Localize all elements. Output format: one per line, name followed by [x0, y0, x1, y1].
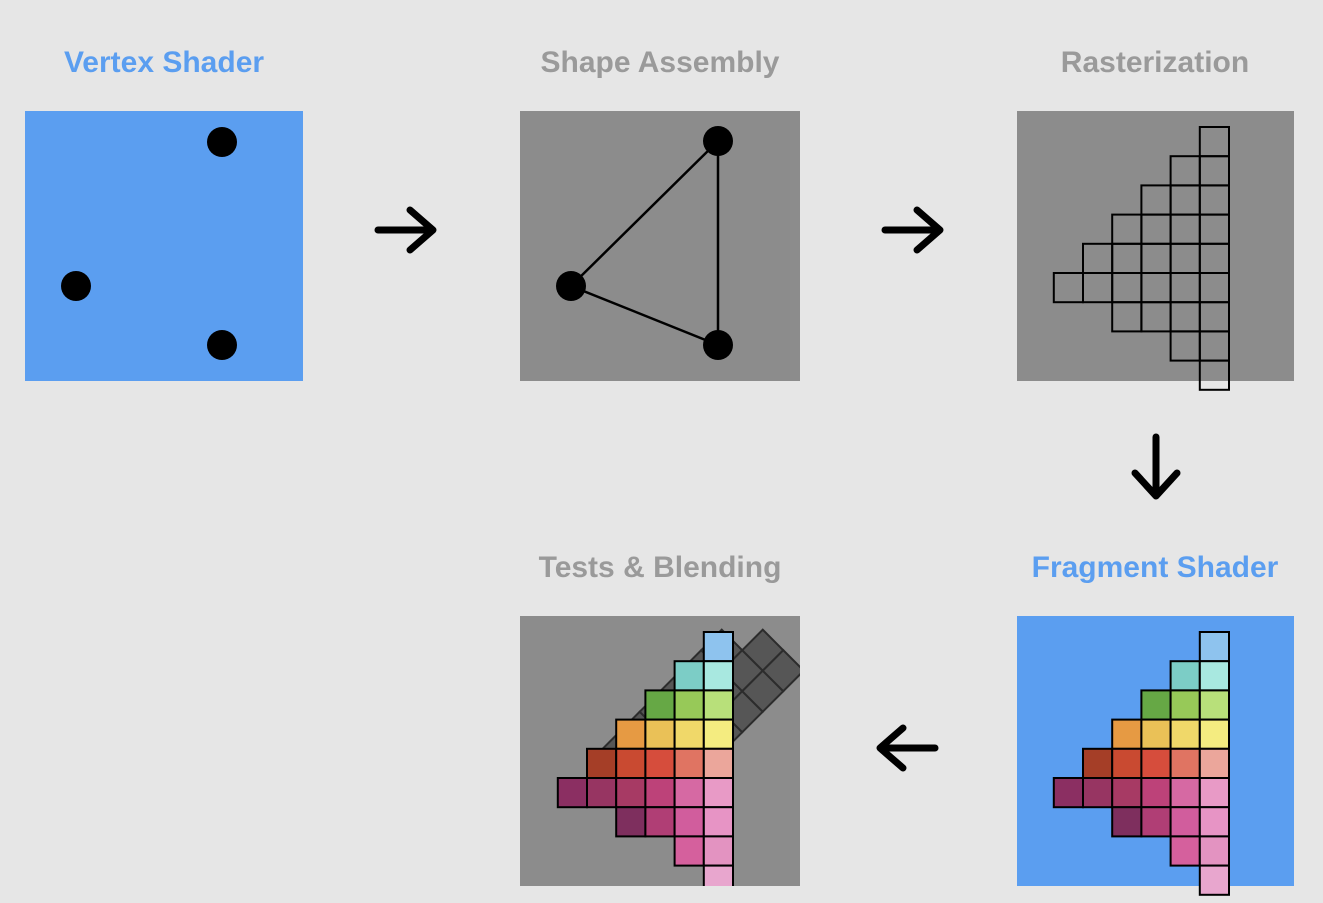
blended-fragment [644, 747, 676, 779]
blended-fragment [556, 777, 588, 809]
blended-fragment [673, 835, 705, 867]
blended-fragment [673, 718, 705, 750]
blended-fragment [702, 718, 734, 750]
tests-blending-title: Tests & Blending [539, 551, 782, 584]
blended-fragment [702, 689, 734, 721]
fragment-pixel [1198, 806, 1231, 838]
fragment-pixel [1140, 718, 1172, 750]
right-arrow-icon [881, 206, 944, 254]
fragment-pixel [1140, 747, 1172, 779]
blended-fragment [673, 777, 705, 809]
rasterization-panel [1017, 111, 1294, 391]
colored-fragment-grid [1052, 631, 1231, 896]
blended-fragment [615, 806, 647, 838]
blended-fragment [702, 631, 734, 663]
blended-fragment [702, 806, 734, 838]
raster-pixel-grid [1052, 126, 1231, 391]
blended-fragment [702, 660, 734, 692]
fragment-pixel [1169, 660, 1201, 692]
fragment-pixel [1169, 747, 1201, 779]
blended-fragment [644, 718, 676, 750]
blended-fragment [615, 777, 647, 809]
assembled-triangle [568, 138, 720, 347]
fragment-pixel [1111, 747, 1143, 779]
blended-fragment [673, 747, 705, 779]
fragment-pixel [1198, 835, 1231, 867]
fragment-pixel [1198, 660, 1231, 692]
blended-fragment [644, 777, 676, 809]
blended-fragment [702, 777, 734, 809]
fragment-pixel [1169, 689, 1201, 721]
vertex-point [207, 330, 237, 360]
down-arrow-icon [1131, 433, 1181, 500]
fragment-pixel [1140, 777, 1172, 809]
blended-fragment [644, 806, 676, 838]
fragment-pixel [1169, 835, 1201, 867]
fragment-pixel [1111, 806, 1143, 838]
fragment-pixel [1111, 718, 1143, 750]
blended-fragment [702, 864, 734, 886]
shape-assembly-title: Shape Assembly [541, 46, 780, 79]
fragment-pixel [1198, 689, 1231, 721]
rasterization-title: Rasterization [1061, 46, 1249, 79]
blended-fragment [586, 747, 618, 779]
fragment-pixel [1198, 864, 1231, 896]
vertex-point [207, 127, 237, 157]
blended-fragment [586, 777, 618, 809]
right-arrow-icon [374, 206, 437, 254]
fragment-pixel [1169, 777, 1201, 809]
fragment-pixel [1140, 806, 1172, 838]
blended-fragment [673, 806, 705, 838]
fragment-pixel [1198, 631, 1231, 663]
blended-fragment [673, 660, 705, 692]
vertex-point [703, 330, 733, 360]
fragment-pixel [1082, 747, 1114, 779]
blended-fragment [644, 689, 676, 721]
fragment-pixel [1198, 718, 1231, 750]
fragment-pixel [1169, 806, 1201, 838]
fragment-pixel [1140, 689, 1172, 721]
vertex-shader-title: Vertex Shader [64, 46, 264, 79]
fragment-pixel [1111, 777, 1143, 809]
fragment-shader-panel [1017, 616, 1294, 896]
fragment-pixel [1169, 718, 1201, 750]
blended-fragment [615, 747, 647, 779]
vertex-point [61, 271, 91, 301]
fragment-pixel [1082, 777, 1114, 809]
raster-pixel [1198, 359, 1231, 391]
blended-fragment-grid [556, 631, 734, 886]
fragment-pixel [1052, 777, 1085, 809]
fragment-shader-title: Fragment Shader [1032, 551, 1279, 584]
vertex-shader-panel [25, 111, 303, 381]
fragment-pixel [1198, 747, 1231, 779]
tests-blending-panel [520, 616, 800, 886]
vertex-point [556, 271, 586, 301]
blended-fragment [702, 835, 734, 867]
vertex-point [703, 126, 733, 156]
discarded-fragment [761, 648, 800, 693]
blended-fragment [673, 689, 705, 721]
fragment-pixel [1198, 777, 1231, 809]
shape-assembly-panel [520, 111, 800, 381]
left-arrow-icon [876, 724, 939, 772]
blended-fragment [615, 718, 647, 750]
blended-fragment [702, 747, 734, 779]
